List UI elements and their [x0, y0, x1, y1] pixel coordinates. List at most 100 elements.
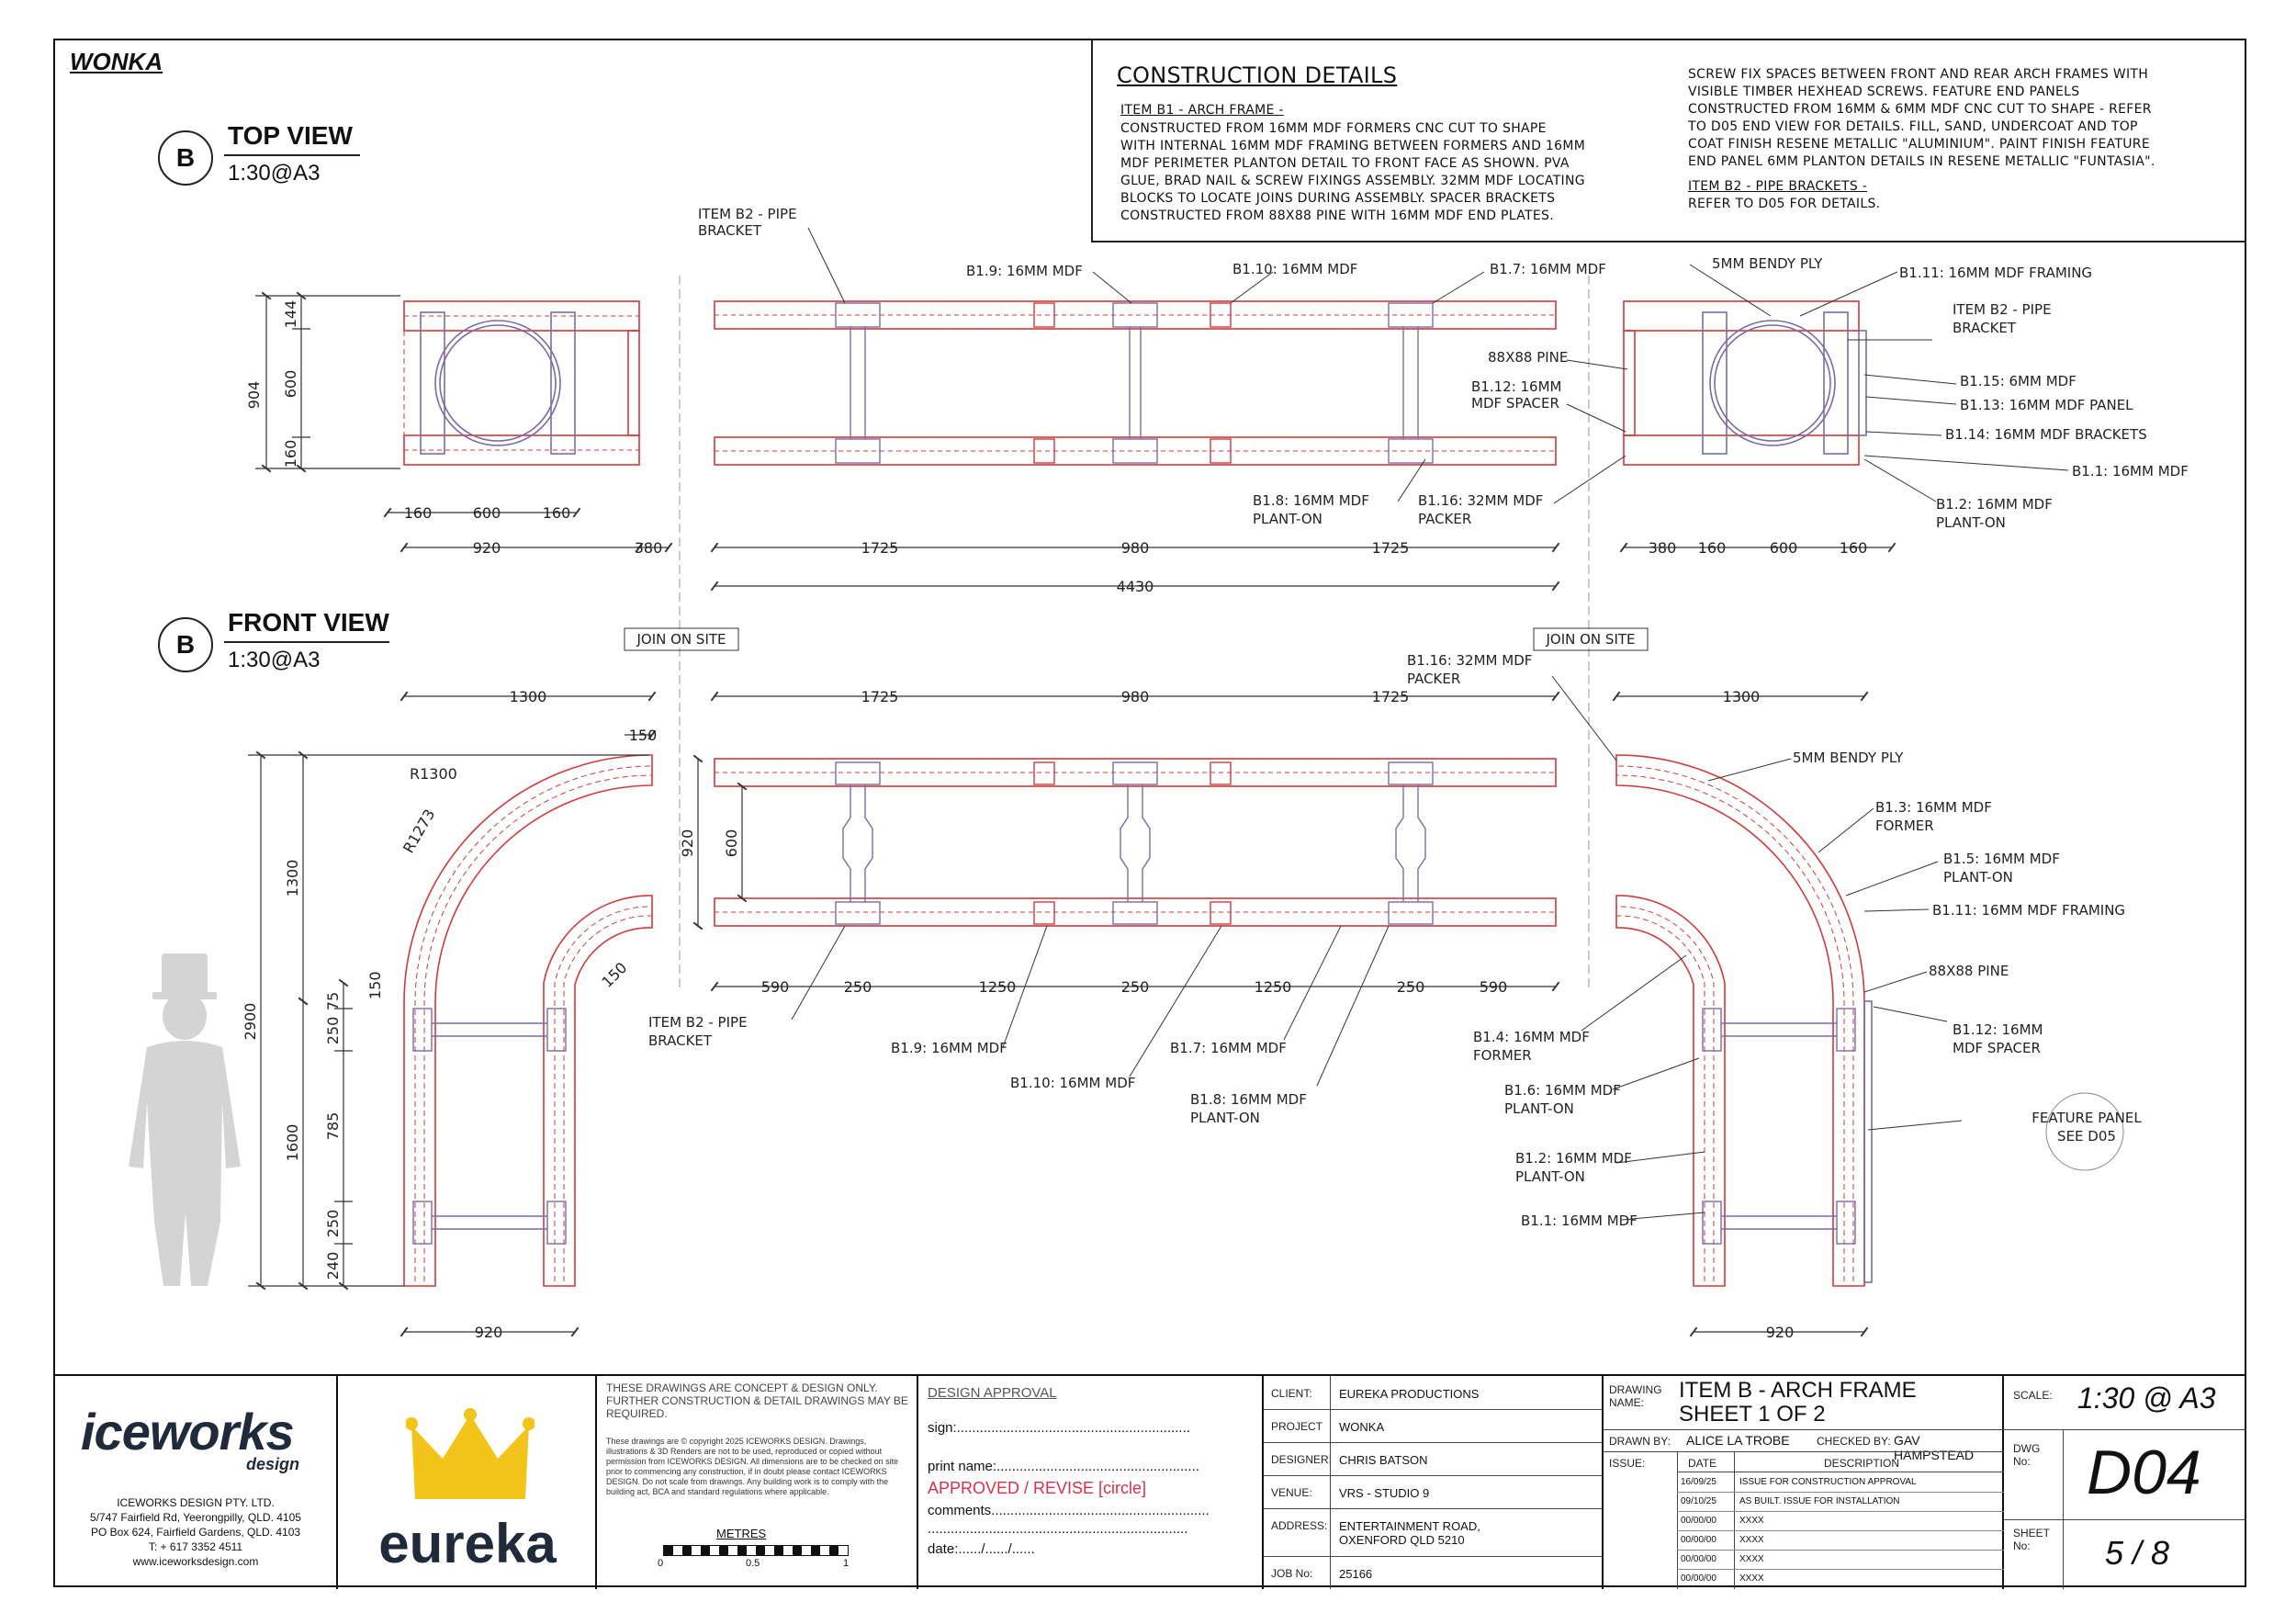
dim-top-160b: 160 — [543, 504, 571, 522]
checked-by: GAV HAMPSTEAD — [1894, 1433, 1975, 1462]
front-view-underline — [224, 641, 389, 643]
iceworks-logo: iceworks — [81, 1403, 295, 1460]
construction-details-box — [1091, 39, 2246, 242]
svg-text:PLANT-ON: PLANT-ON — [1504, 1100, 1574, 1117]
drawn-by: ALICE LA TROBE — [1686, 1433, 1790, 1448]
lbl-b111-front: B1.11: 16MM MDF FRAMING — [1932, 902, 2125, 919]
comments-field-2[interactable]: ........................................… — [928, 1521, 1188, 1537]
issue-description: XXXX — [1739, 1573, 1764, 1584]
item-b1-title: ITEM B1 - ARCH FRAME - — [1120, 103, 1284, 118]
dim-front-240: 240 — [324, 1252, 342, 1280]
lbl-b17-front: B1.7: 16MM MDF — [1170, 1040, 1287, 1056]
dim-top-r380: 380 — [1649, 539, 1677, 557]
issue-label: ISSUE: — [1609, 1457, 1646, 1470]
project-code: WONKA — [70, 48, 163, 75]
lbl-pipe-front: ITEM B2 - PIPE — [648, 1014, 748, 1031]
designer-label: DESIGNER: — [1271, 1453, 1333, 1466]
dim-front-250d: 250 — [1121, 978, 1150, 996]
print-name-field[interactable]: print name:.............................… — [928, 1459, 1199, 1474]
drawing-name-label: DRAWING NAME: — [1609, 1383, 1662, 1409]
front-right-arch — [1615, 754, 1873, 1287]
top-leaders — [807, 227, 2069, 504]
venue-value: VRS - STUDIO 9 — [1339, 1486, 1430, 1500]
dim-front-250b: 250 — [324, 1210, 342, 1238]
top-view-scale: 1:30@A3 — [228, 161, 321, 186]
item-b1-notes: CONSTRUCTED FROM 16MM MDF FORMERS CNC CU… — [1120, 121, 1586, 223]
dim-front-150b: 150 — [598, 959, 630, 991]
svg-text:PLANT-ON: PLANT-ON — [1515, 1168, 1585, 1185]
issue-description: XXXX — [1739, 1554, 1764, 1564]
dim-front-250e: 250 — [1397, 978, 1425, 996]
front-middle-posts — [835, 761, 1434, 925]
dim-front-920bl: 920 — [475, 1324, 503, 1341]
desc-col: DESCRIPTION — [1824, 1457, 1900, 1470]
company-cell: iceworks design ICEWORKS DESIGN PTY. LTD… — [53, 1376, 338, 1589]
top-view-badge: B — [158, 130, 213, 186]
approval-cell: DESIGN APPROVAL sign:...................… — [918, 1376, 1264, 1589]
drawing-border — [53, 39, 2246, 1587]
dim-top-980: 980 — [1121, 539, 1150, 557]
lbl-b11-front: B1.1: 16MM MDF — [1521, 1212, 1638, 1229]
dim-front-150c: 150 — [366, 971, 384, 999]
svg-text:BRACKET: BRACKET — [1953, 320, 2017, 336]
sign-field[interactable]: sign:...................................… — [928, 1420, 1190, 1436]
top-dimension-text: 904 144 600 160 160 600 160 920 380 1725… — [245, 300, 1867, 595]
front-left-arch — [403, 754, 653, 1287]
dim-top-600a: 600 — [282, 370, 299, 399]
dim-front-1250a: 1250 — [979, 978, 1017, 996]
issue-description: XXXX — [1739, 1535, 1764, 1545]
lbl-b12-front: B1.2: 16MM MDF — [1515, 1150, 1632, 1167]
client-value: EUREKA PRODUCTIONS — [1339, 1387, 1480, 1401]
approve-revise[interactable]: APPROVED / REVISE [circle] — [928, 1479, 1147, 1497]
checked-by-label: CHECKED BY: — [1817, 1435, 1891, 1448]
svg-text:PACKER: PACKER — [1407, 671, 1460, 687]
issue-description: XXXX — [1739, 1516, 1764, 1526]
svg-text:PLANT-ON: PLANT-ON — [1190, 1110, 1260, 1126]
front-view-badge: B — [158, 617, 213, 672]
issue-description: AS BUILT. ISSUE FOR INSTALLATION — [1739, 1496, 1900, 1506]
top-view-underline — [224, 154, 360, 156]
svg-text:PACKER: PACKER — [1418, 511, 1471, 527]
date-field[interactable]: date:....../....../...... — [928, 1541, 1035, 1557]
lbl-feature-front: FEATURE PANEL — [2032, 1110, 2142, 1126]
lbl-bendy-top: 5MM BENDY PLY — [1712, 255, 1823, 272]
client-label: CLIENT: — [1271, 1387, 1312, 1400]
eureka-logo: eureka — [378, 1513, 557, 1574]
dwg-label: DWG No: — [2013, 1442, 2041, 1468]
lbl-pine-front: 88X88 PINE — [1929, 963, 2009, 979]
issue-date: 00/00/00 — [1681, 1516, 1716, 1526]
construction-heading: CONSTRUCTION DETAILS — [1117, 62, 1398, 88]
dim-front-1300r: 1300 — [1723, 688, 1761, 705]
front-view-scale: 1:30@A3 — [228, 648, 321, 672]
lbl-b115-top: B1.15: 6MM MDF — [1960, 373, 2077, 389]
join-on-site-right: JOIN ON SITE — [1545, 631, 1635, 648]
svg-text:MDF SPACER: MDF SPACER — [1471, 395, 1559, 412]
lbl-b110-top: B1.10: 16MM MDF — [1232, 261, 1357, 277]
dim-top-144: 144 — [282, 300, 299, 329]
scalebar-tick-1: 1 — [843, 1558, 850, 1569]
front-view-title: FRONT VIEW — [228, 608, 389, 637]
dim-front-980: 980 — [1121, 688, 1150, 705]
issue-date: 00/00/00 — [1681, 1573, 1716, 1584]
crown-icon — [406, 1408, 535, 1499]
dim-front-1300l: 1300 — [510, 688, 547, 705]
scalebar — [663, 1545, 849, 1556]
svg-text:PLANT-ON: PLANT-ON — [1253, 511, 1322, 527]
lbl-b19-top: B1.9: 16MM MDF — [966, 263, 1083, 279]
lbl-b114-top: B1.14: 16MM MDF BRACKETS — [1945, 426, 2147, 443]
issue-description: ISSUE FOR CONSTRUCTION APPROVAL — [1739, 1477, 1917, 1487]
svg-text:FORMER: FORMER — [1473, 1047, 1532, 1064]
dim-front-1725a: 1725 — [861, 688, 899, 705]
notice-cell: THESE DRAWINGS ARE CONCEPT & DESIGN ONLY… — [597, 1376, 918, 1589]
comments-field[interactable]: comments................................… — [928, 1503, 1210, 1518]
dim-front-1300h: 1300 — [284, 860, 301, 897]
svg-text:PLANT-ON: PLANT-ON — [1936, 514, 2006, 531]
drawing-name: ITEM B - ARCH FRAME — [1679, 1378, 1917, 1403]
lbl-b18-front: B1.8: 16MM MDF — [1190, 1091, 1307, 1108]
dim-top-1725b: 1725 — [1372, 539, 1410, 557]
notice-text: THESE DRAWINGS ARE CONCEPT & DESIGN ONLY… — [606, 1382, 908, 1420]
date-col: DATE — [1688, 1457, 1717, 1470]
lbl-pine-top: 88X88 PINE — [1488, 349, 1568, 366]
issue-date: 00/00/00 — [1681, 1535, 1716, 1545]
dim-top-600b: 600 — [473, 504, 501, 522]
